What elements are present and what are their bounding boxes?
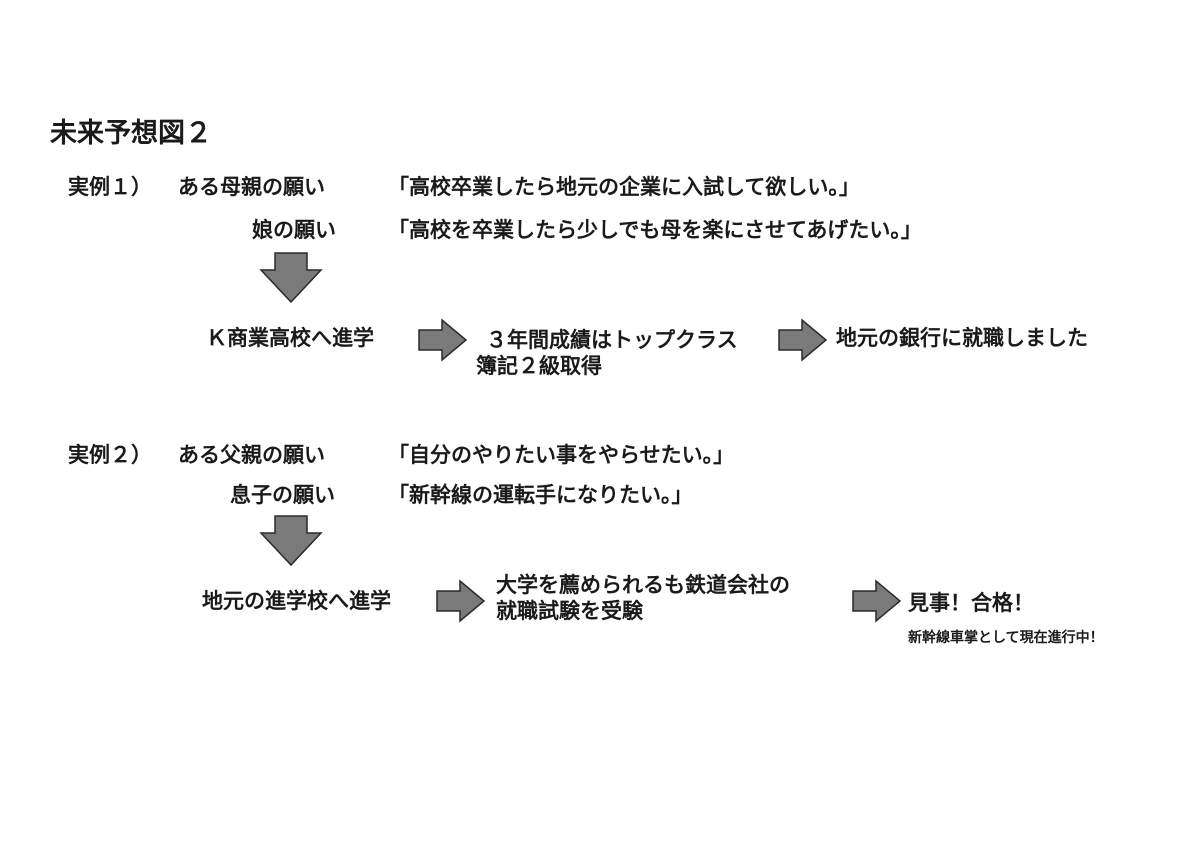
example-1-parent-label: ある母親の願い	[178, 175, 325, 199]
page-title: 未来予想図２	[50, 118, 212, 149]
right-arrow-icon	[852, 579, 902, 623]
example-2-parent-label: ある父親の願い	[178, 443, 325, 467]
example-1-step-2-line-2: 簿記２級取得	[476, 354, 602, 378]
example-2-step-2-line-1: 大学を薦められるも鉄道会社の	[496, 573, 790, 597]
right-arrow-icon	[436, 579, 486, 623]
example-2-parent-quote: 「自分のやりたい事をやらせたい。」	[388, 443, 735, 467]
example-1-step-1: Ｋ商業高校へ進学	[206, 326, 374, 350]
right-arrow-icon	[418, 318, 468, 362]
example-1-child-quote: 「高校を卒業したら少しでも母を楽にさせてあげたい。」	[388, 218, 922, 242]
example-1-label: 実例１）	[68, 175, 152, 199]
example-2-step-2: 大学を薦められるも鉄道会社の 就職試験を受験	[496, 572, 790, 624]
example-2-step-3: 見事！合格！	[908, 591, 1034, 615]
example-1-step-2-line-1: ３年間成績はトップクラス	[486, 328, 738, 352]
down-arrow-icon	[259, 515, 323, 567]
example-2-child-label: 息子の願い	[230, 483, 335, 507]
example-2-child-quote: 「新幹線の運転手になりたい。」	[388, 483, 693, 507]
down-arrow-icon	[259, 252, 323, 304]
example-2-note: 新幹線車掌として現在進行中！	[908, 630, 1104, 646]
example-1-step-2: ３年間成績はトップクラス 簿記２級取得	[476, 327, 738, 379]
example-1-child-label: 娘の願い	[252, 218, 336, 242]
right-arrow-icon	[778, 318, 828, 362]
example-2-step-1: 地元の進学校へ進学	[202, 589, 391, 613]
example-2-step-2-line-2: 就職試験を受験	[496, 599, 643, 623]
example-1-parent-quote: 「高校卒業したら地元の企業に入試して欲しい。」	[388, 175, 860, 199]
example-2-label: 実例２）	[68, 443, 152, 467]
example-1-step-3: 地元の銀行に就職しました	[836, 326, 1088, 350]
